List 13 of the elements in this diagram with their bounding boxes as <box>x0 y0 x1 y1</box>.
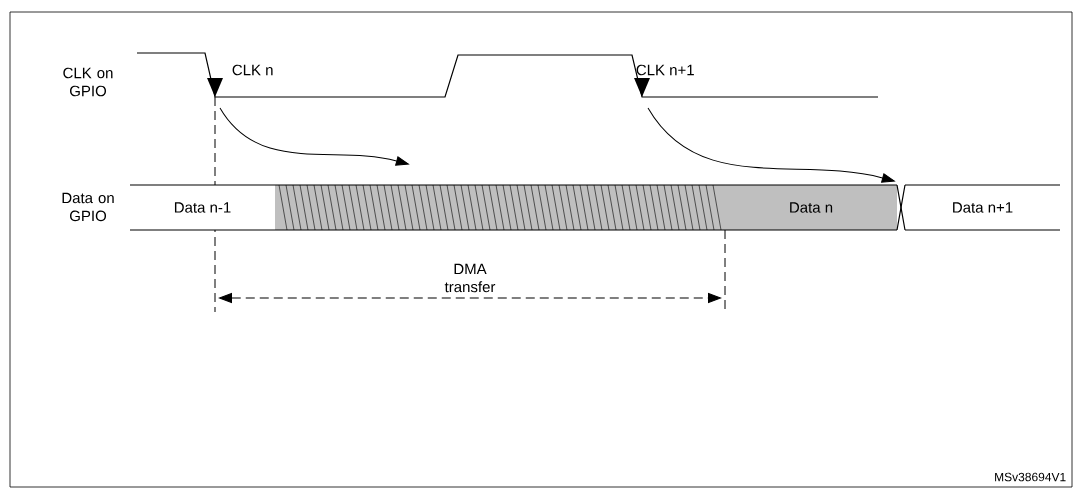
clock-edge-label: CLK n+1 <box>636 64 694 76</box>
data-segment: Data n <box>724 184 902 231</box>
dimension-label: DMA transfer <box>444 263 496 293</box>
signal-label: CLK on GPIO <box>63 67 113 97</box>
data-segment: Data n-1 <box>129 184 276 231</box>
node-label: Data n-1 <box>174 202 231 213</box>
signal-label: Data on GPIO <box>62 192 114 222</box>
node-label: Data n <box>790 202 833 213</box>
curved-arrow <box>219 107 409 166</box>
curved-arrow <box>647 107 895 183</box>
clock-edge-label: CLK n <box>232 64 273 76</box>
data-segment: Data n+1 <box>900 184 1061 231</box>
figure-id: MSv38694V1 <box>995 472 1066 482</box>
